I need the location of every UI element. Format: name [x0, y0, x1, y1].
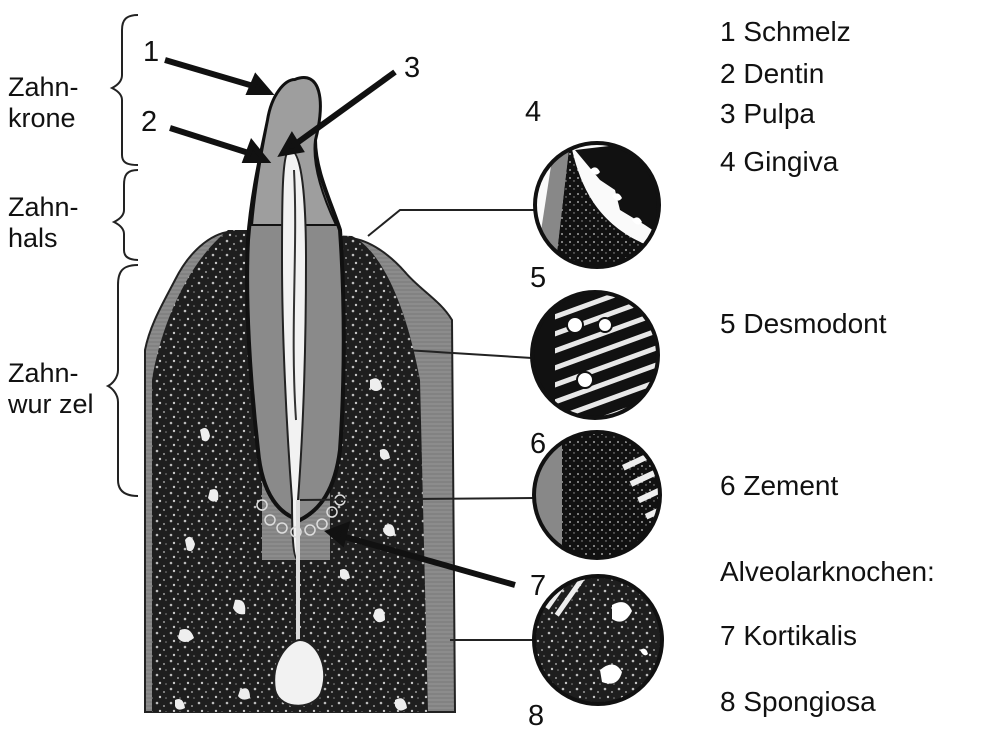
- legend-heading-alveolarknochen: Alveolarknochen:: [720, 556, 935, 588]
- callout-number-2: 2: [141, 106, 157, 138]
- legend-item-schmelz: 1 Schmelz: [720, 16, 851, 48]
- legend-item-desmodont: 5 Desmodont: [720, 308, 887, 340]
- callout-number-8: 8: [528, 700, 544, 732]
- region-brackets: [108, 15, 138, 496]
- region-label-line: Zahn-: [8, 192, 79, 223]
- callout-number-4: 4: [525, 96, 541, 128]
- callout-number-1: 1: [143, 36, 159, 68]
- region-label-line: Zahn-: [8, 72, 79, 103]
- region-label-line: wur zel: [8, 389, 94, 420]
- callout-number-3: 3: [404, 52, 420, 84]
- callout-number-6: 6: [530, 428, 546, 460]
- region-label-line: krone: [8, 103, 79, 134]
- callout-number-7: 7: [530, 570, 546, 602]
- region-label-zahnkrone: Zahn- krone: [8, 72, 79, 134]
- callout-number-5: 5: [530, 262, 546, 294]
- legend-item-zement: 6 Zement: [720, 470, 838, 502]
- legend-item-spongiosa: 8 Spongiosa: [720, 686, 876, 718]
- legend-item-dentin: 2 Dentin: [720, 58, 824, 90]
- legend-item-pulpa: 3 Pulpa: [720, 98, 815, 130]
- region-label-zahnwurzel: Zahn- wur zel: [8, 358, 94, 420]
- region-label-zahnhals: Zahn- hals: [8, 192, 79, 254]
- legend-item-kortikalis: 7 Kortikalis: [720, 620, 857, 652]
- region-label-line: hals: [8, 223, 79, 254]
- region-label-line: Zahn-: [8, 358, 94, 389]
- inset-gingiva: [530, 140, 670, 270]
- legend-item-gingiva: 4 Gingiva: [720, 146, 838, 178]
